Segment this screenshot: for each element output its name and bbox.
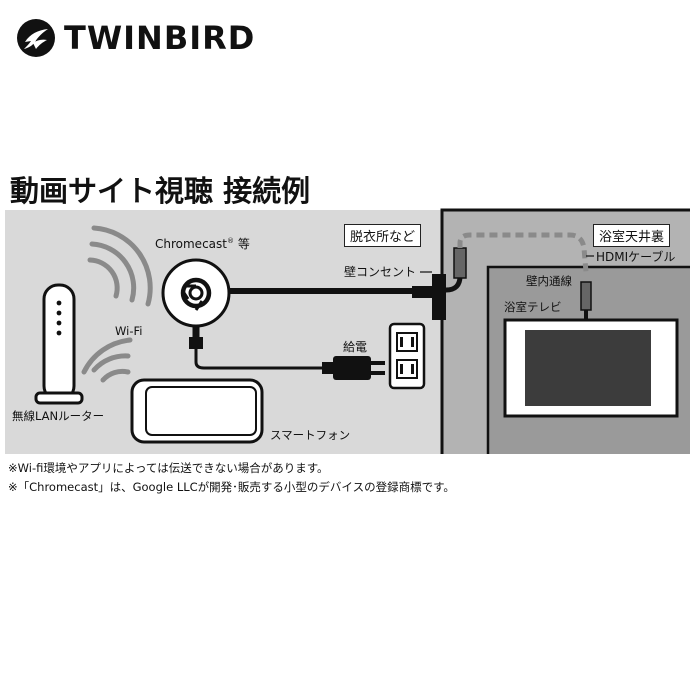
page-title: 動画サイト視聴 接続例 [10, 174, 311, 208]
chromecast-suffix: 等 [237, 237, 250, 251]
footnotes: ※Wi-fi環境やアプリによっては伝送できない場合があります。 ※「Chrome… [8, 459, 455, 497]
brand-logo: TWINBIRD [16, 14, 255, 62]
wifi-label: Wi-Fi [115, 324, 143, 338]
wall-wiring-label: 壁内通線 [526, 274, 572, 288]
hdmi-connector-right [580, 281, 592, 311]
power-plug-icon [322, 356, 385, 380]
usb-power-cable [194, 349, 330, 370]
hdmi-connector-left [453, 247, 467, 279]
power-outlet-icon [388, 322, 426, 390]
smartphone-label: スマートフォン [270, 428, 351, 442]
wall-hdmi-outlet-icon [412, 274, 446, 320]
twinbird-bird-mark-icon [17, 19, 55, 57]
wifi-waves-top [87, 225, 153, 307]
dressing-room-label: 脱衣所など [344, 224, 422, 247]
footnote-item: ※「Chromecast」は、Google LLCが開発･販売する小型のデバイス… [8, 480, 455, 494]
footnote-item: ※Wi-fi環境やアプリによっては伝送できない場合があります。 [8, 461, 329, 475]
wireless-router-icon [34, 283, 84, 405]
chromecast-name: Chromecast [155, 237, 227, 251]
registered-mark: ® [226, 237, 234, 245]
hdmi-cable-ceiling-run [457, 232, 589, 273]
power-label: 給電 [343, 340, 368, 354]
bath-ceiling-label: 浴室天井裏 [593, 224, 671, 247]
bathroom-outline [486, 265, 690, 454]
bath-tv-label: 浴室テレビ [504, 300, 562, 314]
smartphone-icon [130, 378, 264, 444]
router-label: 無線LANルーター [12, 409, 105, 423]
hdmi-cable-label: HDMIケーブル [596, 250, 676, 264]
wifi-waves-bottom [81, 337, 133, 383]
wall-outline [440, 208, 690, 454]
wall-outlet-label: 壁コンセント [344, 265, 417, 279]
brand-name: TWINBIRD [64, 19, 256, 57]
bathroom-tv-icon [503, 318, 679, 418]
chromecast-label: Chromecast® 等 [155, 235, 250, 252]
